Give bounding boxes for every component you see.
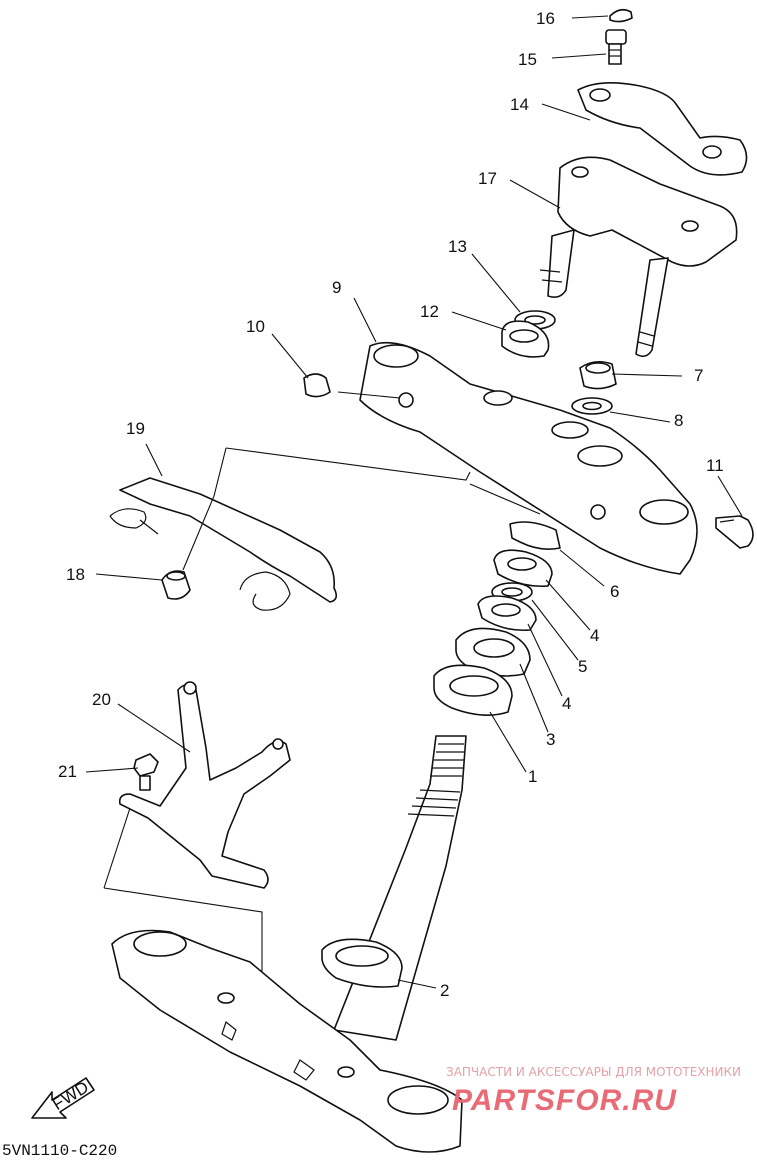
callout-1: 1 — [528, 767, 537, 786]
part-9-upper-bracket — [359, 341, 698, 575]
callout-20: 20 — [92, 690, 111, 709]
fwd-arrow: FWD — [31, 1077, 95, 1119]
part-19-cable-guide — [109, 477, 338, 611]
part-15-bolt — [605, 29, 627, 65]
callout-6: 6 — [610, 582, 619, 601]
part-16-cap — [609, 8, 633, 23]
callout-13: 13 — [448, 237, 467, 256]
part-17-handle-crown — [539, 156, 738, 358]
callout-16: 16 — [536, 9, 555, 28]
watermark-logo: PARTSFOR.RU — [452, 1084, 677, 1117]
part-2-lower-bearing — [321, 938, 403, 988]
lower-bracket — [111, 929, 463, 1153]
part-12-collar — [501, 320, 550, 358]
callout-7: 7 — [694, 366, 703, 385]
part-3-bearing-cover — [455, 627, 531, 677]
part-18-nut — [161, 570, 191, 600]
part-4-ring-nut-lower — [477, 595, 537, 632]
callout-2: 2 — [440, 981, 449, 1000]
callout-8: 8 — [674, 411, 683, 430]
callout-21: 21 — [58, 762, 77, 781]
callout-9: 9 — [332, 278, 341, 297]
part-8-washer — [571, 397, 613, 415]
watermark: ЗАПЧАСТИ И АКСЕССУАРЫ ДЛЯ МОТОТЕХНИКИ PA… — [446, 1065, 741, 1117]
part-6-lock-washer — [509, 521, 561, 550]
callout-17: 17 — [478, 169, 497, 188]
part-10-plug — [303, 373, 331, 398]
part-20-bracket — [118, 681, 291, 889]
callout-14: 14 — [510, 95, 529, 114]
part-4-ring-nut-upper — [493, 549, 553, 588]
part-14-upper-clamp — [577, 82, 748, 176]
leader-lines — [85, 15, 743, 989]
callout-5: 5 — [578, 657, 587, 676]
callout-4a: 4 — [590, 626, 599, 645]
part-7-nut — [579, 360, 617, 390]
callout-12: 12 — [420, 302, 439, 321]
assembly-lines — [103, 391, 541, 996]
callout-labels: 16 15 14 17 13 12 9 10 7 8 11 19 18 6 4 … — [58, 9, 724, 1000]
callout-15: 15 — [518, 50, 537, 69]
part-11-bolt — [715, 515, 754, 549]
callout-4b: 4 — [562, 694, 571, 713]
callout-3: 3 — [546, 730, 555, 749]
callout-10: 10 — [246, 317, 265, 336]
part-1-bearing — [433, 664, 513, 716]
watermark-tagline: ЗАПЧАСТИ И АКСЕССУАРЫ ДЛЯ МОТОТЕХНИКИ — [446, 1065, 741, 1079]
callout-19: 19 — [126, 419, 145, 438]
callout-18: 18 — [66, 565, 85, 584]
callout-11: 11 — [706, 456, 724, 475]
diagram-code: 5VN1110-C220 — [2, 1142, 117, 1160]
part-21-bolt — [133, 753, 159, 791]
